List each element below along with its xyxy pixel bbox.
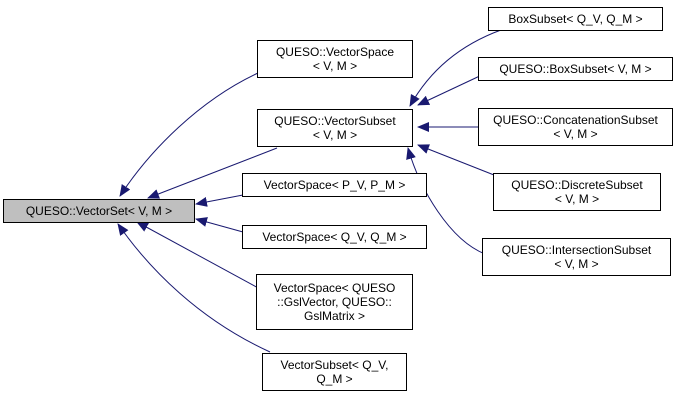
node-queso-intersectionsubset[interactable]: QUESO::IntersectionSubset < V, M >: [482, 238, 671, 276]
node-label: QUESO::BoxSubset< V, M >: [499, 62, 652, 76]
edge-vectorsubset-qv-qm-to-vectorset: [117, 223, 271, 353]
node-vectorspace-gsl[interactable]: VectorSpace< QUESO ::GslVector, QUESO:: …: [256, 274, 413, 330]
node-label-line-1: VectorSpace< QUESO: [273, 281, 396, 295]
edge-boxsubset-vm-to-vectorsubset: [417, 73, 485, 106]
node-label-line-1: VectorSubset< Q_V,: [280, 358, 389, 372]
node-label-line-1: QUESO::VectorSubset: [274, 114, 396, 128]
node-queso-vectorsubset[interactable]: QUESO::VectorSubset < V, M >: [257, 109, 413, 147]
node-label-line-2: < V, M >: [312, 59, 358, 73]
edge-discretesubset-to-vectorsubset: [417, 144, 495, 176]
edge-vectorspace-gsl-to-vectorset: [136, 221, 263, 291]
node-label: BoxSubset< Q_V, Q_M >: [508, 12, 643, 26]
node-queso-vectorset[interactable]: QUESO::VectorSet< V, M >: [3, 199, 195, 223]
edge-vectorspace-qv-qm-to-vectorset: [195, 217, 244, 233]
node-label-line-2: < V, M >: [554, 192, 600, 206]
node-queso-discretesubset[interactable]: QUESO::DiscreteSubset < V, M >: [493, 173, 661, 211]
node-boxsubset-qv-qm[interactable]: BoxSubset< Q_V, Q_M >: [488, 7, 663, 31]
edge-vectorspace-vm-to-vectorset: [119, 72, 259, 197]
node-label-line-1: QUESO::IntersectionSubset: [501, 243, 652, 257]
node-vectorsubset-qv-qm[interactable]: VectorSubset< Q_V, Q_M >: [262, 353, 407, 391]
node-queso-concatenationsubset[interactable]: QUESO::ConcatenationSubset < V, M >: [478, 108, 673, 146]
node-label-line-3: GslMatrix >: [303, 309, 365, 323]
node-label: VectorSpace< P_V, P_M >: [263, 178, 406, 192]
node-label-line-2: Q_M >: [316, 372, 353, 386]
node-label-line-1: QUESO::ConcatenationSubset: [493, 113, 658, 127]
node-vectorspace-qv-qm[interactable]: VectorSpace< Q_V, Q_M >: [242, 225, 427, 249]
edge-vectorspace-pv-pm-to-vectorset: [195, 194, 244, 207]
node-vectorspace-pv-pm[interactable]: VectorSpace< P_V, P_M >: [242, 173, 427, 197]
node-label: VectorSpace< Q_V, Q_M >: [262, 230, 407, 244]
node-label-line-2: < V, M >: [312, 128, 358, 142]
node-label-line-1: QUESO::DiscreteSubset: [511, 178, 643, 192]
edge-intersectionsubset-to-vectorsubset: [406, 147, 486, 255]
edge-vectorsubset-vm-to-vectorset: [147, 147, 278, 199]
node-label-line-1: QUESO::VectorSpace: [275, 45, 395, 59]
node-label-line-2: < V, M >: [554, 257, 599, 271]
edge-boxsubset-qv-qm-to-vectorsubset: [409, 29, 502, 107]
node-label-line-2: ::GslVector, QUESO::: [277, 295, 392, 309]
node-queso-vectorspace[interactable]: QUESO::VectorSpace < V, M >: [257, 40, 413, 78]
node-label-line-2: < V, M >: [553, 127, 598, 141]
node-queso-boxsubset[interactable]: QUESO::BoxSubset< V, M >: [478, 57, 673, 81]
node-label: QUESO::VectorSet< V, M >: [25, 204, 173, 218]
